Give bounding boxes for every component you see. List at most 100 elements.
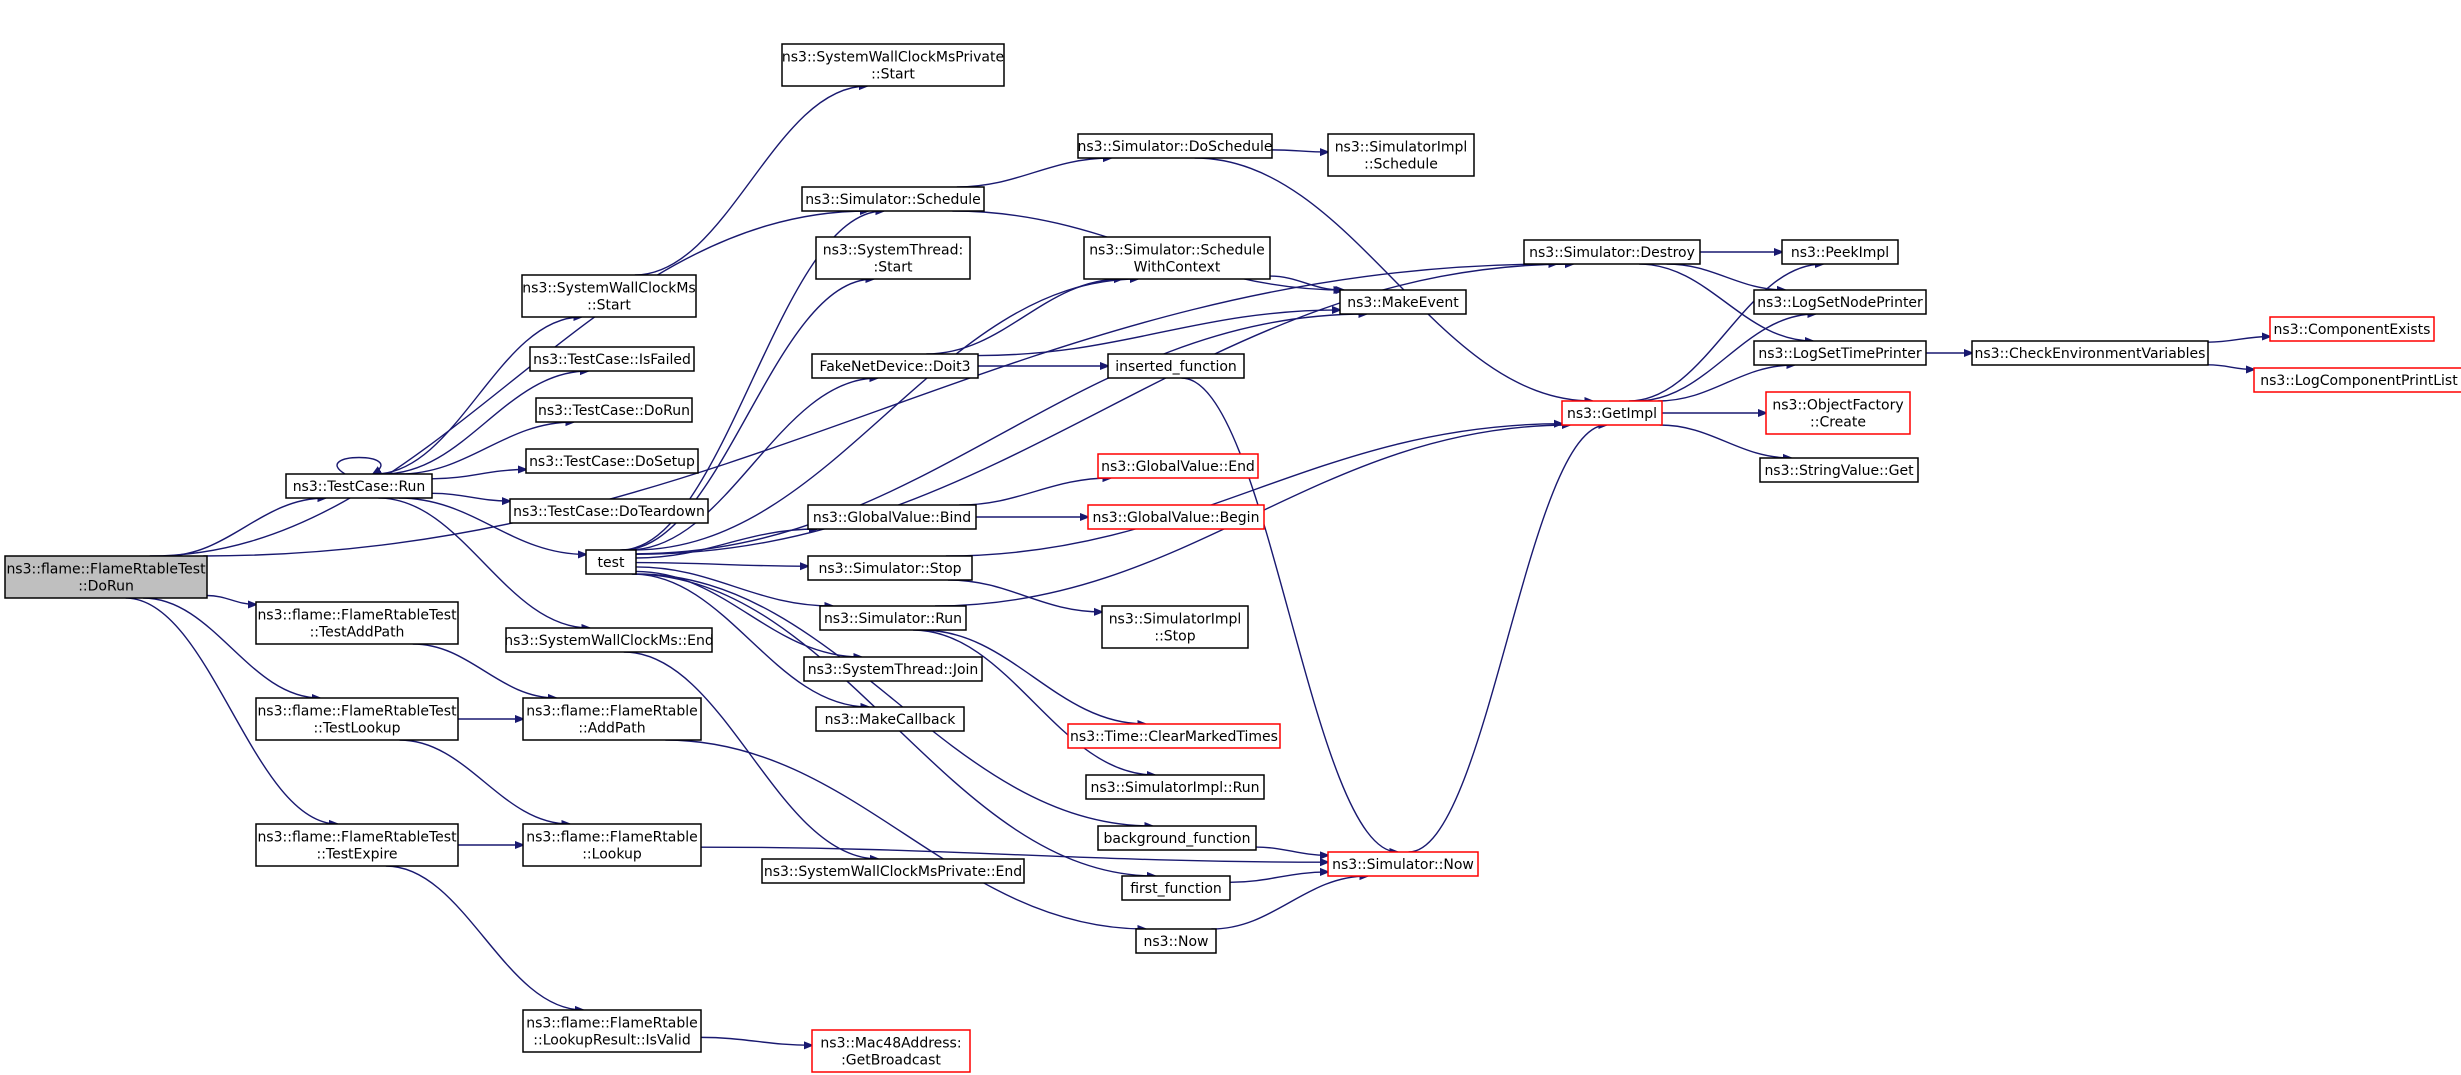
edge-test-to-simStop [635, 561, 808, 567]
node-simImplStop[interactable]: ns3::SimulatorImpl::Stop [1101, 605, 1249, 649]
node-doTeardown[interactable]: ns3::TestCase::DoTeardown [509, 498, 709, 524]
node-label: first_function [1130, 881, 1222, 897]
node-tcRun[interactable]: ns3::TestCase::Run [285, 473, 433, 499]
node-doit3[interactable]: FakeNetDevice::Doit3 [811, 353, 979, 379]
node-clearMarked[interactable]: ns3::Time::ClearMarkedTimes [1067, 723, 1281, 749]
node-test[interactable]: test [585, 549, 637, 575]
node-simImplSchedule[interactable]: ns3::SimulatorImpl::Schedule [1327, 133, 1475, 177]
node-testLookup[interactable]: ns3::flame::FlameRtableTest::TestLookup [255, 697, 459, 741]
edge-tcRun-to-doSetup [431, 469, 526, 480]
node-box [1327, 851, 1479, 877]
node-label: ns3::GlobalValue::End [1101, 459, 1255, 475]
node-doRun[interactable]: ns3::flame::FlameRtableTest::DoRun [4, 555, 208, 599]
node-label: ::AddPath [578, 721, 645, 737]
node-label: ns3::SystemWallClockMsPrivate [782, 50, 1004, 66]
node-doSetup[interactable]: ns3::TestCase::DoSetup [525, 448, 699, 474]
node-box [1753, 289, 1927, 315]
node-label: ::Start [871, 67, 915, 83]
node-simDestroy[interactable]: ns3::Simulator::Destroy [1523, 239, 1701, 265]
node-makeCallback[interactable]: ns3::MakeCallback [815, 706, 965, 732]
node-getImpl[interactable]: ns3::GetImpl [1561, 400, 1663, 426]
node-swcmpEnd[interactable]: ns3::SystemWallClockMsPrivate::End [761, 858, 1025, 884]
node-box [255, 697, 459, 741]
node-simNow[interactable]: ns3::Simulator::Now [1327, 851, 1479, 877]
node-simImplRun[interactable]: ns3::SimulatorImpl::Run [1085, 774, 1265, 800]
edge-tcRun-to-swcmStart [374, 317, 582, 475]
node-getBroadcast[interactable]: ns3::Mac48Address::GetBroadcast [811, 1029, 971, 1073]
node-makeEvent[interactable]: ns3::MakeEvent [1339, 289, 1467, 315]
edge-simRun-to-simImplRun [913, 629, 1155, 775]
edge-test-to-scheduleWithContext [633, 279, 1138, 551]
node-isValid[interactable]: ns3::flame::FlameRtable::LookupResult::I… [522, 1009, 702, 1053]
node-box [781, 43, 1005, 87]
node-box [1107, 353, 1245, 379]
node-box [1561, 400, 1663, 426]
node-label: ns3::SystemWallClockMs [522, 281, 695, 297]
node-tcDoRun[interactable]: ns3::TestCase::DoRun [535, 397, 693, 423]
node-gvBegin[interactable]: ns3::GlobalValue::Begin [1087, 504, 1265, 530]
edge-test-to-stJoin [635, 570, 861, 657]
node-logSetTime[interactable]: ns3::LogSetTimePrinter [1753, 340, 1927, 366]
node-box [1083, 236, 1271, 280]
node-compExists[interactable]: ns3::ComponentExists [2269, 316, 2435, 342]
node-label: ns3::flame::FlameRtable [526, 704, 698, 720]
node-box [255, 823, 459, 867]
node-swcmpStart[interactable]: ns3::SystemWallClockMsPrivate::Start [781, 43, 1005, 87]
node-gvBind[interactable]: ns3::GlobalValue::Bind [807, 504, 977, 530]
edge-doRun-to-tcRun [164, 498, 325, 557]
node-testExpire[interactable]: ns3::flame::FlameRtableTest::TestExpire [255, 823, 459, 867]
node-simRun[interactable]: ns3::Simulator::Run [819, 605, 967, 631]
node-simStop[interactable]: ns3::Simulator::Stop [807, 555, 973, 581]
node-testAddPath[interactable]: ns3::flame::FlameRtableTest::TestAddPath [255, 601, 459, 645]
node-insertedFn[interactable]: inserted_function [1107, 353, 1245, 379]
node-label: ns3::PeekImpl [1791, 245, 1889, 261]
node-simSchedule[interactable]: ns3::Simulator::Schedule [801, 186, 985, 212]
edge-getImpl-to-strGet [1659, 424, 1791, 458]
node-addPath[interactable]: ns3::flame::FlameRtable::AddPath [522, 697, 702, 741]
node-ns3Now[interactable]: ns3::Now [1135, 928, 1217, 954]
node-lookup[interactable]: ns3::flame::FlameRtable::Lookup [522, 823, 702, 867]
node-box [522, 823, 702, 867]
node-stStart[interactable]: ns3::SystemThread::Start [815, 236, 971, 280]
node-logCompPrint[interactable]: ns3::LogComponentPrintList [2253, 367, 2461, 393]
node-box [807, 555, 973, 581]
node-label: background_function [1104, 831, 1251, 847]
node-firstFn[interactable]: first_function [1121, 875, 1231, 901]
edge-simDestroy-to-logSetTime [1639, 263, 1813, 341]
node-strGet[interactable]: ns3::StringValue::Get [1759, 457, 1919, 483]
edge-test-to-makeCallback [632, 573, 868, 707]
edge-doRun-to-testLookup [143, 597, 320, 698]
node-logSetNode[interactable]: ns3::LogSetNodePrinter [1753, 289, 1927, 315]
node-objFactory[interactable]: ns3::ObjectFactory::Create [1765, 391, 1911, 435]
edge-getImpl-to-peekImpl [1628, 264, 1823, 402]
edge-gvBind-to-gvEnd [959, 478, 1110, 506]
node-box [521, 274, 697, 318]
node-box [1097, 453, 1259, 479]
node-box [1781, 239, 1899, 265]
node-label: ::Schedule [1364, 157, 1438, 173]
node-box [811, 1029, 971, 1073]
node-gvEnd[interactable]: ns3::GlobalValue::End [1097, 453, 1259, 479]
node-box [1087, 504, 1265, 530]
node-peekImpl[interactable]: ns3::PeekImpl [1781, 239, 1899, 265]
node-checkEnv[interactable]: ns3::CheckEnvironmentVariables [1971, 340, 2209, 366]
node-swcmEnd[interactable]: ns3::SystemWallClockMs::End [504, 627, 714, 653]
node-bgFn[interactable]: background_function [1097, 825, 1257, 851]
edge-checkEnv-to-compExists [2207, 337, 2270, 343]
node-box [2269, 316, 2435, 342]
node-box [255, 601, 459, 645]
node-stJoin[interactable]: ns3::SystemThread::Join [803, 656, 983, 682]
node-label: ns3::Simulator::DoSchedule [1078, 139, 1273, 155]
node-label: inserted_function [1115, 359, 1237, 375]
node-isFailed[interactable]: ns3::TestCase::IsFailed [529, 346, 695, 372]
node-label: ns3::TestCase::DoTeardown [513, 504, 705, 520]
node-box [285, 473, 433, 499]
node-doSchedule[interactable]: ns3::Simulator::DoSchedule [1077, 133, 1273, 159]
node-swcmStart[interactable]: ns3::SystemWallClockMs::Start [521, 274, 697, 318]
node-label: ns3::GetImpl [1567, 406, 1657, 422]
node-box [815, 236, 971, 280]
node-label: ns3::TestCase::DoSetup [529, 454, 695, 470]
node-box [811, 353, 979, 379]
node-label: ns3::SystemThread::Join [808, 662, 979, 678]
